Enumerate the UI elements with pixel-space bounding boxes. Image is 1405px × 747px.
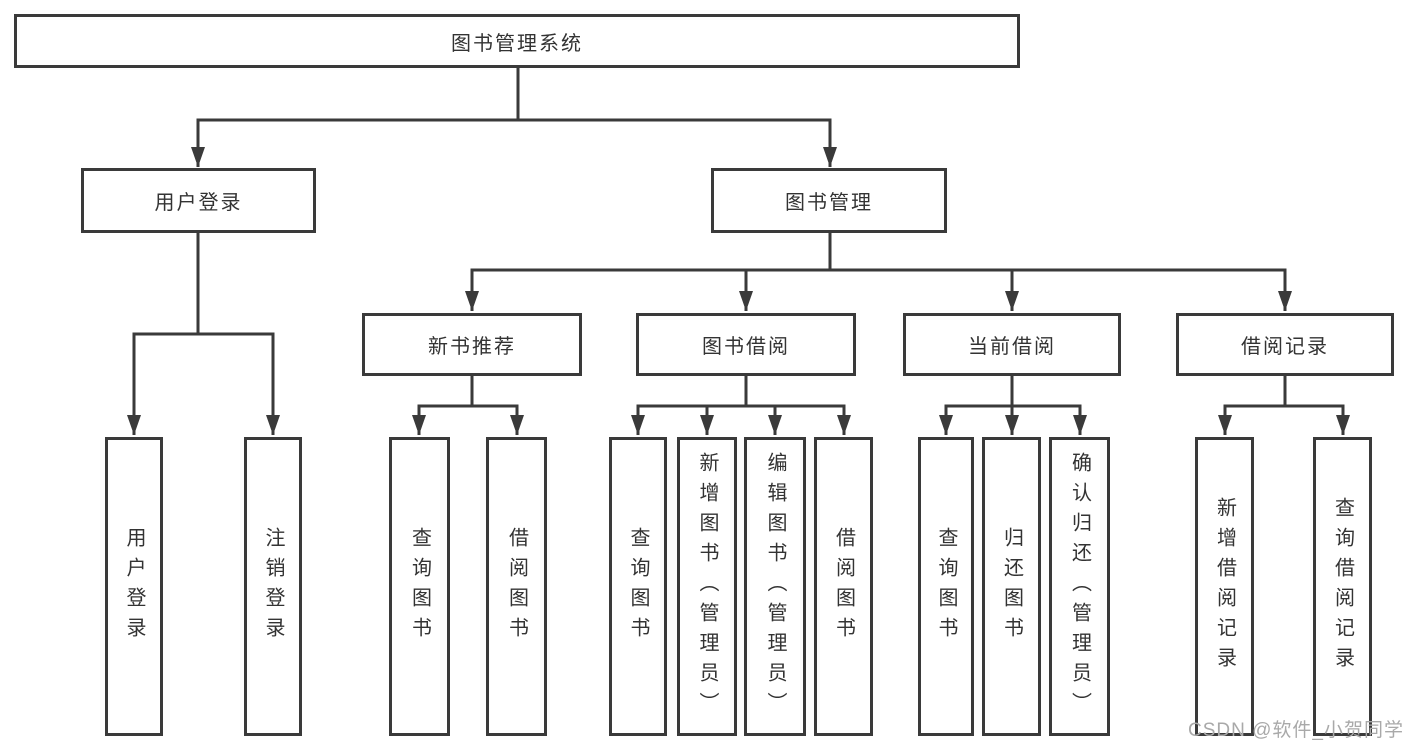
leaf-borrow-books: 借阅图书	[814, 437, 873, 736]
leaf-label: 用户登录	[123, 526, 145, 647]
leaf-label: 借阅图书	[505, 526, 528, 647]
node-book-management: 图书管理	[711, 168, 947, 233]
leaf-query-books-current: 查询图书	[918, 437, 974, 736]
node-book-borrowing: 图书借阅	[636, 313, 856, 376]
leaf-label: 借阅图书	[832, 526, 855, 647]
leaf-add-books-admin: 新增图书（管理员）	[677, 437, 737, 736]
leaf-label: 新增借阅记录	[1213, 496, 1236, 677]
leaf-label: 查询图书	[935, 526, 957, 647]
leaf-label: 确认归还（管理员）	[1068, 451, 1091, 722]
leaf-confirm-return-admin: 确认归还（管理员）	[1049, 437, 1110, 736]
node-user-login: 用户登录	[81, 168, 316, 233]
leaf-query-books-borrowing: 查询图书	[609, 437, 667, 736]
leaf-label: 查询图书	[408, 526, 431, 647]
leaf-edit-books-admin: 编辑图书（管理员）	[744, 437, 806, 736]
node-borrowing-records: 借阅记录	[1176, 313, 1394, 376]
csdn-watermark: CSDN @软件_小贺同学	[1188, 720, 1404, 741]
leaf-return-books: 归还图书	[982, 437, 1041, 736]
leaf-label: 编辑图书（管理员）	[764, 451, 786, 722]
leaf-label: 查询图书	[627, 526, 649, 647]
node-current-borrowing: 当前借阅	[903, 313, 1121, 376]
leaf-label: 注销登录	[262, 526, 284, 647]
leaf-label: 归还图书	[1000, 526, 1023, 647]
leaf-query-borrow-record: 查询借阅记录	[1313, 437, 1372, 736]
leaf-borrow-books-recommend: 借阅图书	[486, 437, 547, 736]
leaf-label: 查询借阅记录	[1331, 496, 1354, 677]
leaf-query-books-recommend: 查询图书	[389, 437, 450, 736]
leaf-logout-login: 注销登录	[244, 437, 302, 736]
node-new-book-recommendation: 新书推荐	[362, 313, 582, 376]
leaf-label: 新增图书（管理员）	[696, 451, 718, 722]
leaf-add-borrow-record: 新增借阅记录	[1195, 437, 1254, 736]
node-library-management-system: 图书管理系统	[14, 14, 1020, 68]
leaf-user-login: 用户登录	[105, 437, 163, 736]
